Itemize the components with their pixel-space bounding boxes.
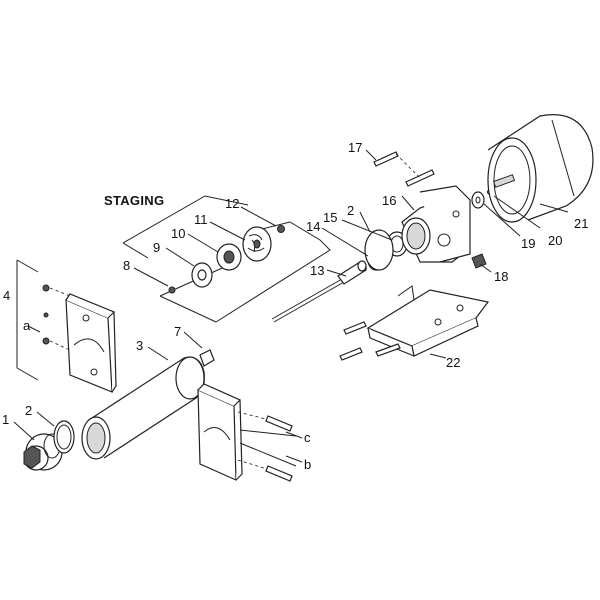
label-part-10: 10 — [171, 226, 185, 241]
label-screw-b: b — [304, 457, 311, 472]
label-part-19: 19 — [521, 236, 535, 251]
part-4-bracket — [16, 259, 117, 393]
label-part-7: 7 — [174, 324, 181, 339]
label-part-3: 3 — [136, 338, 143, 353]
label-part-15: 15 — [323, 210, 337, 225]
part-2-o-ring-rear — [364, 229, 394, 271]
label-part-12: 12 — [225, 196, 239, 211]
label-part-4: 4 — [3, 288, 10, 303]
label-part-11: 11 — [194, 212, 208, 227]
part-16-pump-casing — [401, 185, 471, 263]
label-part-2-rear: 2 — [347, 203, 354, 218]
label-screw-a: a — [23, 318, 31, 333]
lower-bracket — [197, 383, 297, 482]
part-18-plug — [471, 253, 487, 269]
label-screw-c: c — [304, 430, 311, 445]
label-part-13: 13 — [310, 263, 324, 278]
part-3-pump-tube — [81, 356, 205, 460]
part-21-motor — [487, 114, 594, 223]
part-11-impeller — [242, 226, 272, 262]
leader-lines — [13, 149, 569, 463]
label-part-22: 22 — [446, 355, 460, 370]
label-part-20: 20 — [548, 233, 562, 248]
label-part-21: 21 — [574, 216, 588, 231]
part-7-nut — [199, 349, 215, 367]
label-part-17: 17 — [348, 140, 362, 155]
part-9-impeller-washer — [191, 262, 213, 288]
staging-label: STAGING — [104, 193, 164, 208]
part-22-base — [339, 285, 490, 361]
label-part-1: 1 — [2, 412, 9, 427]
part-8-washer — [168, 286, 176, 294]
label-part-18: 18 — [494, 269, 508, 284]
part-12-nut — [277, 225, 285, 233]
label-part-8: 8 — [123, 258, 130, 273]
part-17-bolts — [373, 151, 435, 187]
part-2-o-ring-front — [53, 420, 75, 454]
part-19-washer — [471, 191, 485, 209]
part-10-diffuser — [216, 243, 242, 271]
label-part-16: 16 — [382, 193, 396, 208]
label-part-9: 9 — [153, 240, 160, 255]
label-part-2: 2 — [25, 403, 32, 418]
label-part-14: 14 — [306, 219, 320, 234]
part-13-shaft-tube — [271, 260, 367, 323]
